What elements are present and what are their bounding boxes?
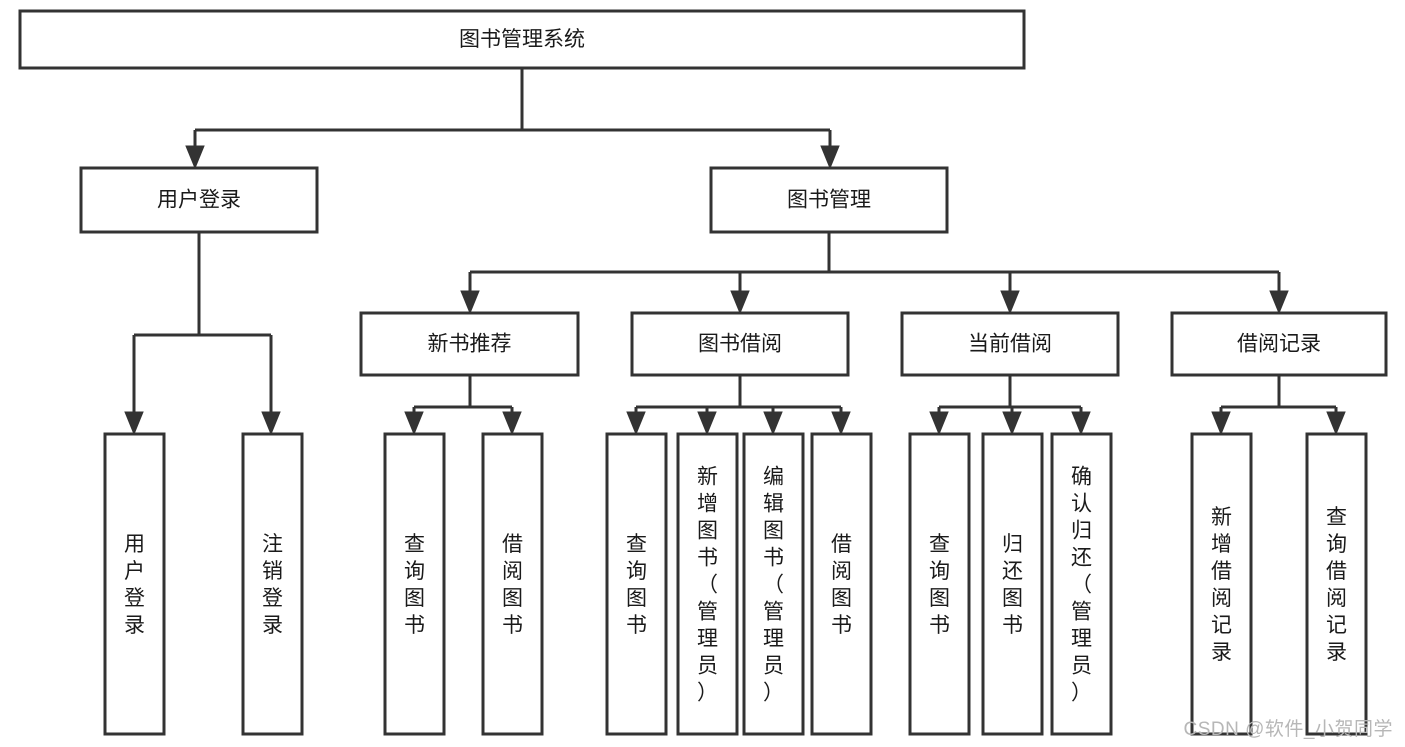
node-label: 新增图书（管理员） (697, 466, 718, 705)
node-leaf-12[interactable]: 查询借阅记录 (1305, 432, 1368, 736)
arrowhead-icon (1211, 411, 1231, 436)
node-box (359, 311, 580, 377)
arrowhead-icon (185, 145, 205, 170)
node-box (709, 166, 949, 234)
node-leaf-5[interactable]: 新增图书（管理员） (676, 432, 739, 736)
arrowhead-icon (1000, 290, 1020, 315)
node-leaf-3[interactable]: 借阅图书 (481, 432, 544, 736)
node-level2-用户登录[interactable]: 用户登录 (79, 166, 319, 234)
node-box (241, 432, 304, 736)
node-box (383, 432, 446, 736)
node-label: 借阅记录 (1237, 333, 1321, 356)
node-box (1190, 432, 1253, 736)
node-box (900, 311, 1120, 377)
node-label: 注销登录 (262, 533, 283, 637)
node-label: 编辑图书（管理员） (763, 466, 784, 705)
node-leaf-10[interactable]: 确认归还（管理员） (1050, 432, 1113, 736)
node-level3-当前借阅[interactable]: 当前借阅 (900, 311, 1120, 377)
node-label: 归还图书 (1002, 533, 1023, 637)
node-level3-图书借阅[interactable]: 图书借阅 (630, 311, 850, 377)
connector-line (634, 375, 843, 426)
node-label: 确认归还（管理员） (1071, 466, 1092, 705)
node-leaf-11[interactable]: 新增借阅记录 (1190, 432, 1253, 736)
arrowhead-icon (831, 411, 851, 436)
node-label: 查询图书 (929, 533, 950, 637)
node-box (79, 166, 319, 234)
node-root-图书管理系统[interactable]: 图书管理系统 (18, 9, 1026, 70)
node-label: 借阅图书 (502, 533, 523, 637)
arrowhead-icon (124, 411, 144, 436)
node-box (481, 432, 544, 736)
connector-line (468, 232, 1279, 305)
node-level3-借阅记录[interactable]: 借阅记录 (1170, 311, 1388, 377)
node-label: 查询图书 (404, 533, 425, 637)
arrowhead-icon (460, 290, 480, 315)
node-box (605, 432, 668, 736)
arrowhead-icon (404, 411, 424, 436)
node-leaf-8[interactable]: 查询图书 (908, 432, 971, 736)
arrowhead-icon (1269, 290, 1289, 315)
node-box (18, 9, 1026, 70)
arrowhead-icon (929, 411, 949, 436)
node-label: 新书推荐 (428, 333, 512, 356)
node-leaf-4[interactable]: 查询图书 (605, 432, 668, 736)
node-level2-图书管理[interactable]: 图书管理 (709, 166, 949, 234)
arrowhead-icon (1071, 411, 1091, 436)
node-label: 图书管理 (787, 189, 871, 212)
connector-line (412, 375, 514, 426)
node-box (810, 432, 873, 736)
connector-line (1219, 375, 1338, 426)
node-label: 借阅图书 (831, 533, 852, 637)
node-label: 查询借阅记录 (1326, 506, 1347, 664)
node-box (1170, 311, 1388, 377)
node-box (1050, 432, 1113, 736)
node-box (908, 432, 971, 736)
arrowhead-icon (1002, 411, 1022, 436)
arrowhead-icon (730, 290, 750, 315)
node-leaf-2[interactable]: 查询图书 (383, 432, 446, 736)
node-box (981, 432, 1044, 736)
node-label: 用户登录 (157, 189, 241, 212)
arrowheads-layer (124, 145, 1346, 436)
node-label: 图书管理系统 (459, 28, 585, 51)
node-leaf-6[interactable]: 编辑图书（管理员） (742, 432, 805, 736)
arrowhead-icon (1326, 411, 1346, 436)
node-box (103, 432, 166, 736)
arrowhead-icon (502, 411, 522, 436)
arrowhead-icon (763, 411, 783, 436)
node-box (1305, 432, 1368, 736)
node-box (742, 432, 805, 736)
nodes-layer: 图书管理系统用户登录图书管理新书推荐图书借阅当前借阅借阅记录用户登录注销登录查询… (18, 9, 1388, 736)
node-leaf-9[interactable]: 归还图书 (981, 432, 1044, 736)
connector-line (193, 68, 830, 160)
node-level3-新书推荐[interactable]: 新书推荐 (359, 311, 580, 377)
node-label: 当前借阅 (968, 333, 1052, 356)
node-label: 新增借阅记录 (1211, 506, 1232, 664)
arrowhead-icon (820, 145, 840, 170)
node-leaf-7[interactable]: 借阅图书 (810, 432, 873, 736)
node-box (676, 432, 739, 736)
node-label: 用户登录 (124, 533, 145, 637)
node-box (630, 311, 850, 377)
connector-line (132, 232, 273, 426)
node-leaf-0[interactable]: 用户登录 (103, 432, 166, 736)
node-label: 查询图书 (626, 533, 647, 637)
arrowhead-icon (626, 411, 646, 436)
node-label: 图书借阅 (698, 333, 782, 356)
arrowhead-icon (261, 411, 281, 436)
node-leaf-1[interactable]: 注销登录 (241, 432, 304, 736)
arrowhead-icon (697, 411, 717, 436)
